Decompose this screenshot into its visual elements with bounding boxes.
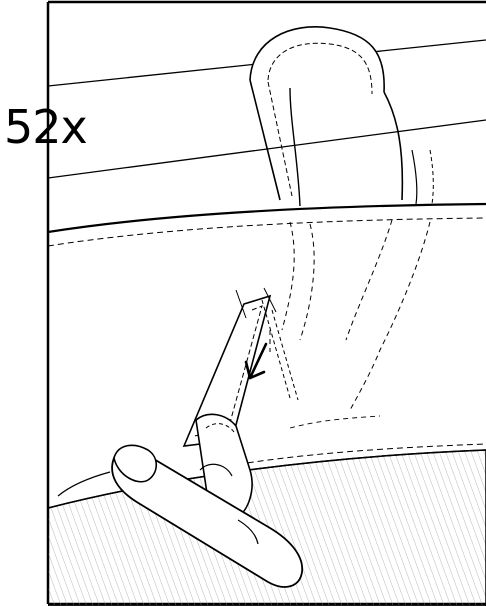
hidden-strap-path — [269, 219, 431, 411]
fabric-edge — [48, 202, 486, 497]
strap-loop — [249, 26, 434, 207]
quantity-label: 52x — [4, 100, 88, 154]
arrow-down-left-icon — [244, 342, 268, 380]
toggle-fastener — [111, 413, 303, 588]
